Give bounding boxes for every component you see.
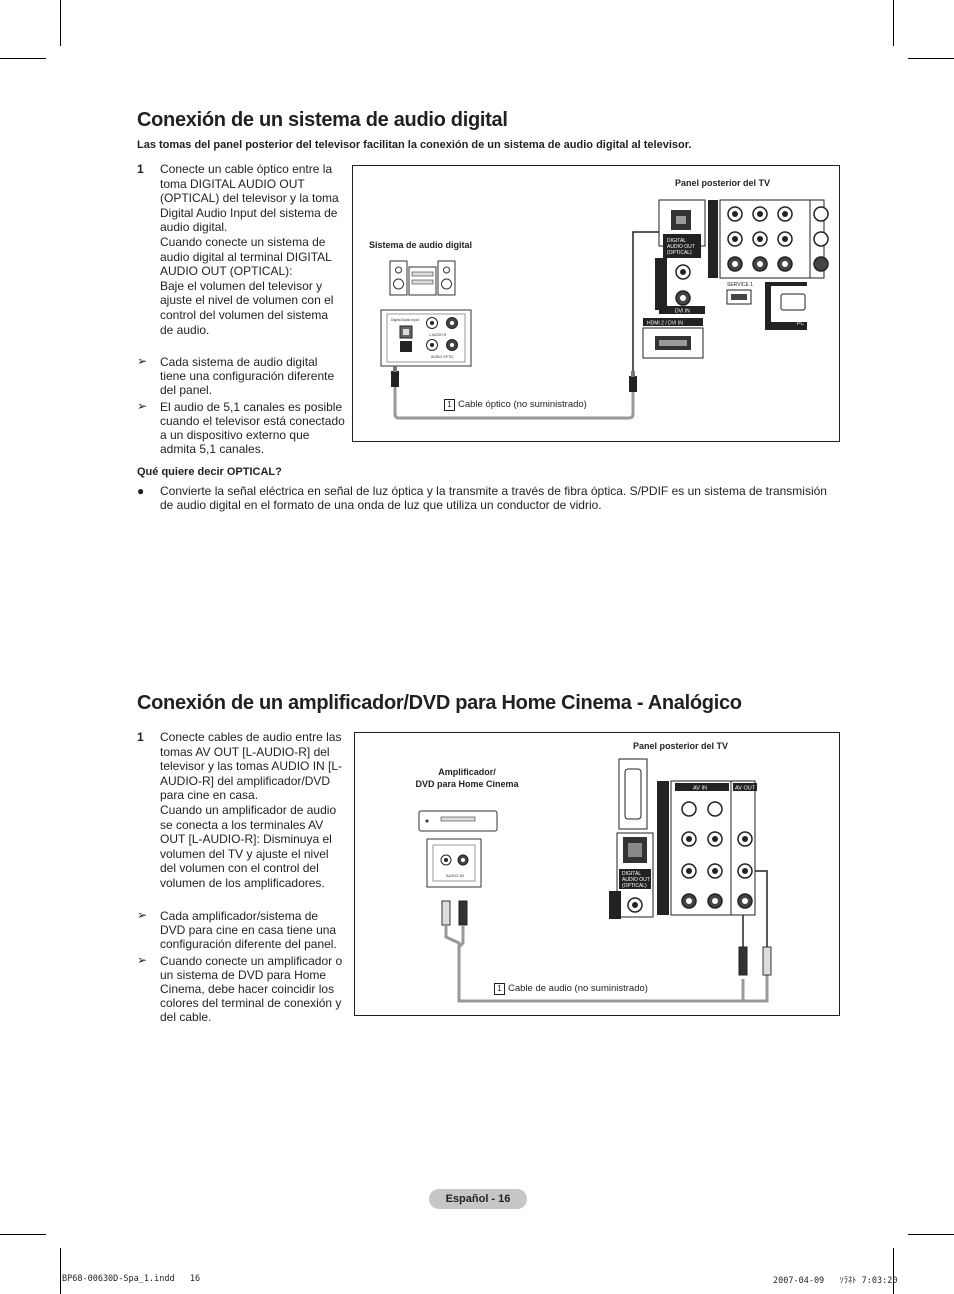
svg-text:DVI IN: DVI IN xyxy=(675,309,690,315)
svg-text:SERVICE 1: SERVICE 1 xyxy=(727,282,753,288)
crop-mark xyxy=(893,1248,894,1294)
svg-text:AUDIO OUT: AUDIO OUT xyxy=(667,244,695,250)
dvd-player-icon xyxy=(418,810,498,832)
section1-note-2: ➢ El audio de 5,1 canales es posible cua… xyxy=(137,399,345,456)
section2-note-1: ➢ Cada amplificador/sistema de DVD para … xyxy=(137,908,337,951)
device-label: Sistema de audio digital xyxy=(369,240,473,250)
amp-rear-panel: AUDIO IN xyxy=(426,838,482,888)
digital-audio-illustration: Digital Audio Input L AUDIO R AUDIO OPTI… xyxy=(380,199,829,420)
svg-text:HDMI 2 / DVI IN: HDMI 2 / DVI IN xyxy=(647,321,683,327)
tv-rear-panel: DIGITAL AUDIO OUT (OPTICAL) AV IN AV OUT xyxy=(609,758,757,919)
tv-rear-panel: DIGITAL AUDIO OUT (OPTICAL) DVI IN xyxy=(642,199,829,359)
svg-text:DIGITAL: DIGITAL xyxy=(622,871,641,877)
bullet-icon: ● xyxy=(137,484,145,498)
svg-text:PC: PC xyxy=(797,321,804,327)
step-text: Conecte cables de audio entre las tomas … xyxy=(160,730,343,890)
svg-text:L AUDIO R: L AUDIO R xyxy=(429,333,447,337)
digital-audio-diagram: Panel posterior del TV Sistema de audio … xyxy=(352,165,840,442)
device-label-2: DVD para Home Cinema xyxy=(415,779,519,789)
section1-step: 1 Conecte un cable óptico entre la toma … xyxy=(137,162,347,342)
print-timestamp: 2007-04-09 ｿﾗﾈﾄ 7:03:20 xyxy=(773,1276,898,1286)
svg-text:AV OUT: AV OUT xyxy=(735,786,756,792)
section1-title: Conexión de un sistema de audio digital xyxy=(137,109,508,131)
crop-mark xyxy=(60,1248,61,1294)
svg-text:(OPTICAL): (OPTICAL) xyxy=(667,250,692,256)
svg-text:AUDIO IN: AUDIO IN xyxy=(446,873,464,878)
svg-text:AV IN: AV IN xyxy=(693,786,707,792)
arrow-icon: ➢ xyxy=(137,399,148,413)
page-number: Español - 16 xyxy=(429,1189,527,1209)
analog-audio-illustration: AUDIO IN DIGITAL AUDIO OUT (OPTI xyxy=(418,758,772,1003)
audio-system-icon xyxy=(389,260,456,296)
section2-title: Conexión de un amplificador/DVD para Hom… xyxy=(137,692,742,714)
svg-text:Digital Audio Input: Digital Audio Input xyxy=(391,318,419,322)
section1-note-1: ➢ Cada sistema de audio digital tiene un… xyxy=(137,354,335,397)
optical-explanation: Convierte la señal eléctrica en señal de… xyxy=(160,484,827,512)
crop-mark xyxy=(0,58,46,59)
step-text: Conecte un cable óptico entre la toma DI… xyxy=(160,162,339,337)
section2-step: 1 Conecte cables de audio entre las toma… xyxy=(137,730,347,898)
device-rca-plugs xyxy=(441,900,769,1003)
arrow-icon: ➢ xyxy=(137,908,148,922)
step-number: 1 xyxy=(137,730,144,744)
analog-audio-diagram: Panel posterior del TV Amplificador/ DVD… xyxy=(354,732,840,1016)
crop-mark xyxy=(908,58,954,59)
step-number: 1 xyxy=(137,162,144,176)
print-file-info: BP68-00630D-Spa_1.indd 16 xyxy=(62,1274,201,1284)
crop-mark xyxy=(0,1234,46,1235)
crop-mark xyxy=(893,0,894,46)
svg-text:AUDIO OPTIC: AUDIO OPTIC xyxy=(431,355,454,359)
crop-mark xyxy=(60,0,61,46)
svg-text:DIGITAL: DIGITAL xyxy=(667,238,686,244)
tv-panel-label: Panel posterior del TV xyxy=(675,178,771,188)
section1-intro: Las tomas del panel posterior del televi… xyxy=(137,139,692,151)
arrow-icon: ➢ xyxy=(137,953,148,967)
section2-note-2: ➢ Cuando conecte un amplificador o un si… xyxy=(137,953,343,1024)
device-rear-panel: Digital Audio Input L AUDIO R AUDIO OPTI… xyxy=(380,309,472,367)
arrow-icon: ➢ xyxy=(137,354,148,368)
tv-panel-label: Panel posterior del TV xyxy=(633,741,729,751)
svg-text:AUDIO OUT: AUDIO OUT xyxy=(622,877,650,883)
optical-question: Qué quiere decir OPTICAL? xyxy=(137,466,282,478)
device-label-1: Amplificador/ xyxy=(438,767,496,777)
crop-mark xyxy=(908,1234,954,1235)
svg-text:(OPTICAL): (OPTICAL) xyxy=(622,883,647,889)
